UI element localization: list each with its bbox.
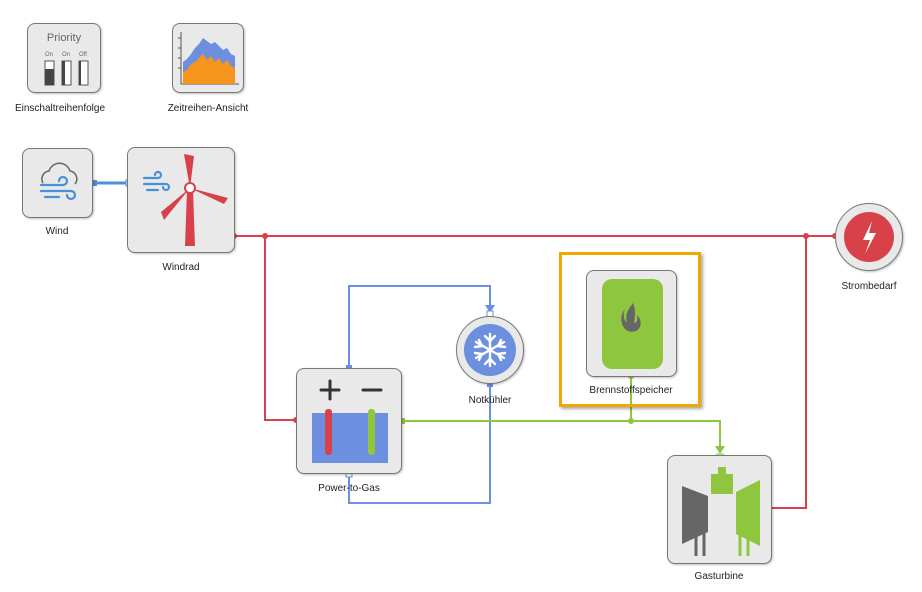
priority-title: Priority xyxy=(46,32,82,44)
gas-connection[interactable] xyxy=(401,376,725,454)
timeseries-label: Zeitreihen-Ansicht xyxy=(167,103,249,114)
strombedarf-label: Strombedarf xyxy=(841,281,897,292)
brennstoffspeicher-label: Brennstoffspeicher xyxy=(589,385,673,396)
snowflake-icon xyxy=(464,324,516,376)
notkuehler-node[interactable] xyxy=(456,316,524,384)
coolant-connection[interactable] xyxy=(348,285,495,504)
power-to-gas-node[interactable] xyxy=(296,368,402,474)
priority-switches-icon xyxy=(44,60,89,86)
gasturbine-label: Gasturbine xyxy=(694,571,744,582)
timeseries-chart-icon xyxy=(178,32,239,85)
strombedarf-node[interactable] xyxy=(835,203,903,271)
fuel-tank-icon xyxy=(602,279,663,369)
windrad-label: Windrad xyxy=(162,262,200,273)
wind-node[interactable] xyxy=(22,148,93,218)
switch-label-2: On xyxy=(62,52,71,58)
lightning-icon xyxy=(844,212,894,262)
priority-label: Einschaltreihenfolge xyxy=(14,103,106,114)
wind-turbine-icon xyxy=(142,154,228,246)
brennstoffspeicher-node[interactable] xyxy=(586,270,677,377)
notkuehler-label: Notkühler xyxy=(468,395,512,406)
switch-label-3: Off xyxy=(79,52,87,58)
windrad-node[interactable] xyxy=(127,147,235,253)
electrolyzer-icon xyxy=(312,379,388,463)
power-to-gas-label: Power-to-Gas xyxy=(318,483,380,494)
wind-label: Wind xyxy=(45,226,69,237)
brennstoffspeicher-selection xyxy=(559,252,701,407)
priority-button[interactable]: Priority On On Off xyxy=(27,23,101,93)
switch-label-1: On xyxy=(45,52,54,58)
wind-cloud-icon xyxy=(39,162,78,201)
gasturbine-node[interactable] xyxy=(667,455,772,564)
gas-turbine-icon xyxy=(682,467,760,556)
timeseries-button[interactable] xyxy=(172,23,244,93)
electric-connection[interactable] xyxy=(234,235,835,509)
wind-connection[interactable] xyxy=(91,179,133,187)
